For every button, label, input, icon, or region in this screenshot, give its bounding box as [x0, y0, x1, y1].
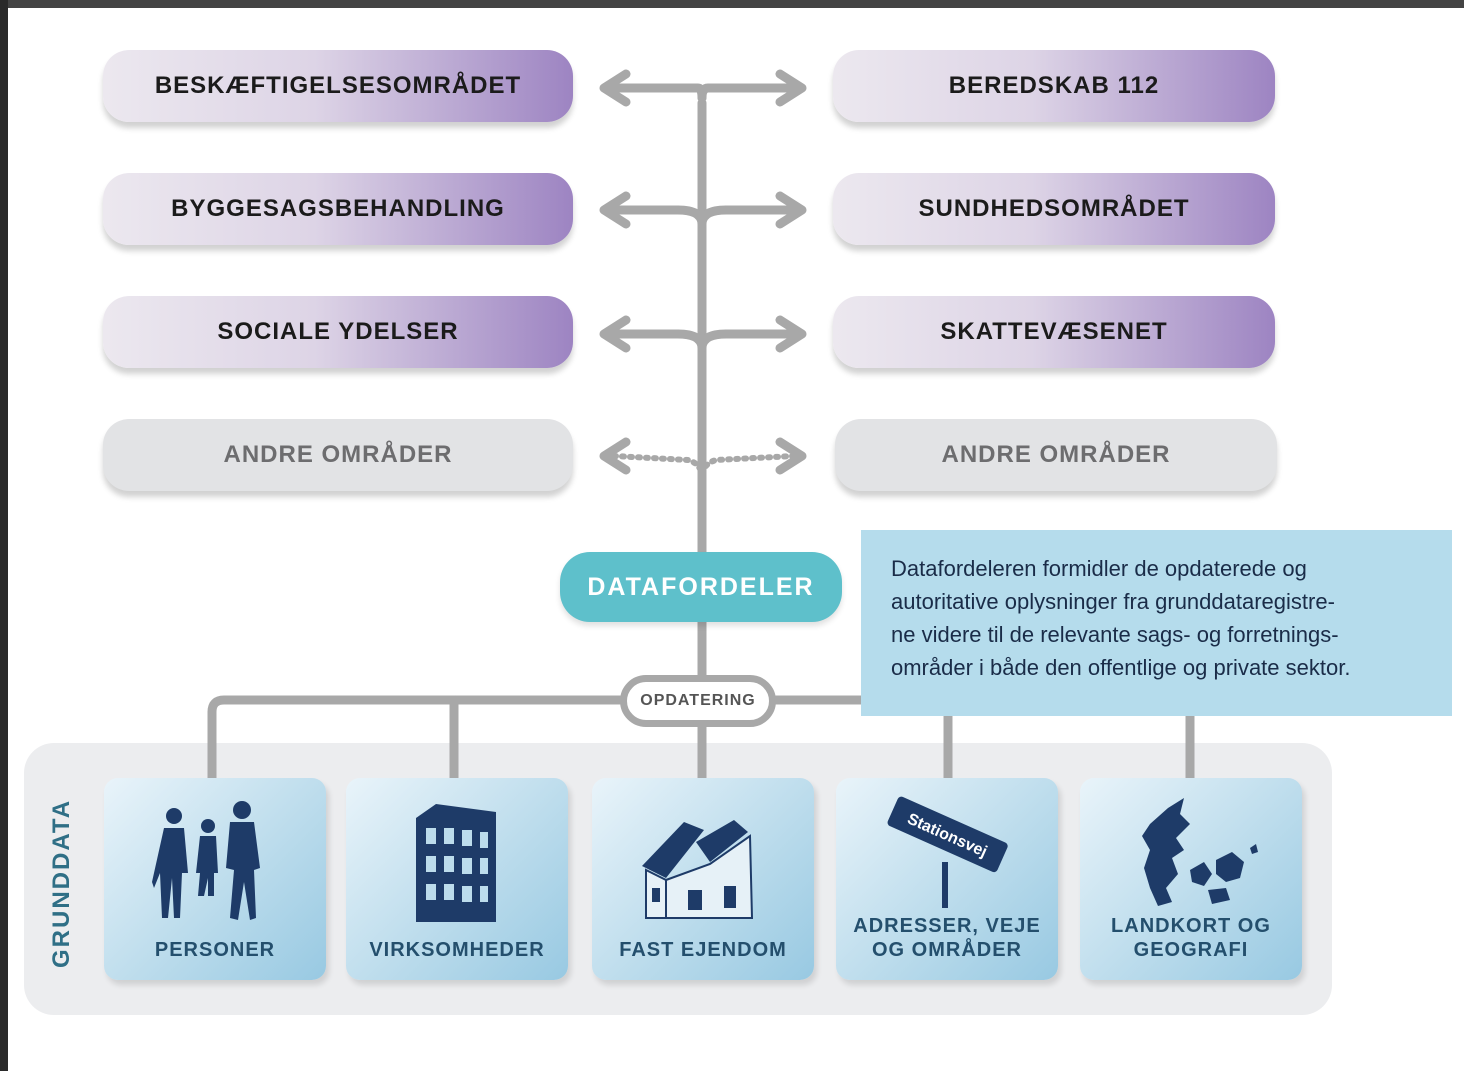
house-icon — [642, 820, 754, 919]
info-line: autoritative oplysninger fra grunddatare… — [891, 589, 1335, 614]
hub-label: DATAFORDELER — [587, 572, 815, 601]
area-label: SUNDHEDSOMRÅDET — [918, 195, 1190, 222]
datafordeler-hub: DATAFORDELER — [560, 552, 842, 622]
area-label: ANDRE OMRÅDER — [223, 441, 453, 468]
area-pill-right-4: ANDRE OMRÅDER — [835, 419, 1277, 491]
grunddata-card-adresser: Stationsvej ADRESSER, VEJE OG OMRÅDER — [836, 778, 1058, 980]
area-label: BYGGESAGSBEHANDLING — [171, 195, 505, 222]
info-line: Datafordeleren formidler de opdaterede o… — [891, 556, 1307, 581]
street-sign-icon: Stationsvej — [887, 796, 1008, 908]
grunddata-card-personer: PERSONER — [104, 778, 326, 980]
info-line: områder i både den offentlige og private… — [891, 655, 1351, 680]
panel-stems — [207, 743, 1195, 780]
area-label: SOCIALE YDELSER — [217, 318, 459, 345]
card-label: LANDKORT OG GEOGRAFI — [1111, 915, 1271, 961]
card-label: PERSONER — [154, 939, 276, 961]
card-label: VIRKSOMHEDER — [369, 939, 545, 961]
area-label: BEREDSKAB 112 — [948, 72, 1160, 99]
grunddata-card-virksomheder: VIRKSOMHEDER — [346, 778, 568, 980]
area-pill-left-2: BYGGESAGSBEHANDLING — [103, 173, 573, 245]
window-left-border — [0, 0, 8, 1071]
area-pill-left-1: BESKÆFTIGELSESOMRÅDET — [103, 50, 573, 122]
area-pill-left-4: ANDRE OMRÅDER — [103, 419, 573, 491]
area-pill-right-1: BEREDSKAB 112 — [833, 50, 1275, 122]
info-line: ne videre til de relevante sags- og forr… — [891, 622, 1339, 647]
area-pill-right-2: SUNDHEDSOMRÅDET — [833, 173, 1275, 245]
people-icon — [152, 801, 260, 920]
area-pill-left-3: SOCIALE YDELSER — [103, 296, 573, 368]
diagram-canvas: BESKÆFTIGELSESOMRÅDET BYGGESAGSBEHANDLIN… — [8, 8, 1464, 1071]
grunddata-card-landkort: LANDKORT OG GEOGRAFI — [1080, 778, 1302, 980]
area-pill-right-3: SKATTEVÆSENET — [833, 296, 1275, 368]
info-box: Datafordeleren formidler de opdaterede o… — [861, 530, 1452, 716]
area-label: BESKÆFTIGELSESOMRÅDET — [154, 72, 522, 99]
opdatering-badge: OPDATERING — [620, 675, 776, 727]
area-label: SKATTEVÆSENET — [940, 318, 1168, 345]
denmark-map-icon — [1142, 798, 1258, 906]
card-label: FAST EJENDOM — [619, 939, 787, 961]
building-icon — [416, 804, 496, 922]
grunddata-card-fast-ejendom: FAST EJENDOM — [592, 778, 814, 980]
update-label: OPDATERING — [640, 692, 756, 709]
card-label: ADRESSER, VEJE OG OMRÅDER — [853, 915, 1041, 961]
area-label: ANDRE OMRÅDER — [941, 441, 1171, 468]
window-top-border — [0, 0, 1464, 8]
